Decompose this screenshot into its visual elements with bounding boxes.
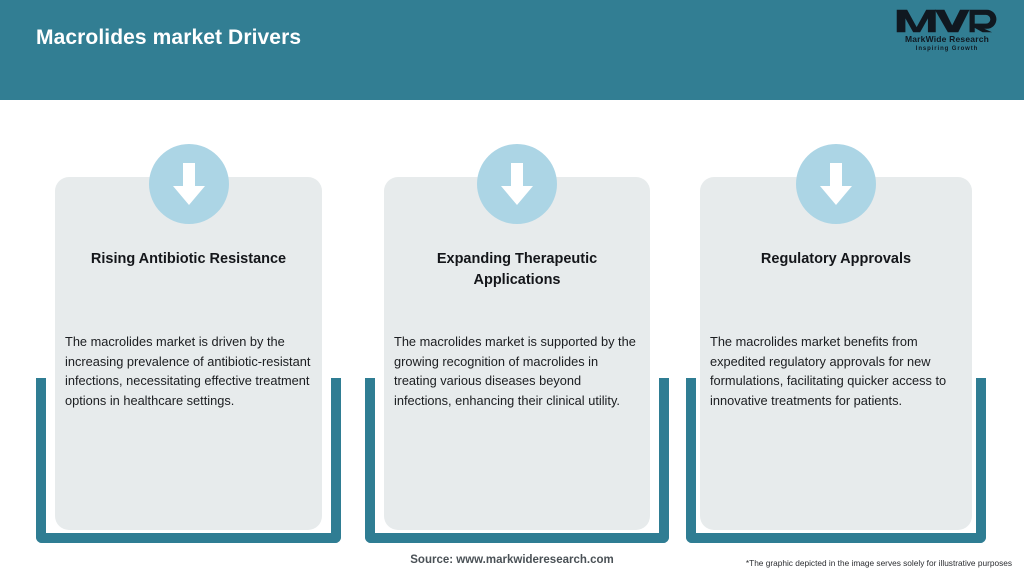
logo: MarkWide Research Inspiring Growth (888, 8, 1006, 60)
drivers-card-group: Rising Antibiotic Resistance The macroli… (0, 100, 1024, 543)
card-accent-frame (36, 378, 341, 543)
card-body-text: The macrolides market benefits from expe… (710, 334, 947, 408)
header-bar: Macrolides market Drivers MarkWide Resea… (0, 0, 1024, 100)
down-arrow-icon (148, 144, 229, 224)
source-label: Source: www.markwideresearch.com (410, 554, 614, 566)
driver-card-1: Rising Antibiotic Resistance The macroli… (36, 100, 341, 543)
disclaimer-note: *The graphic depicted in the image serve… (745, 558, 1012, 568)
page-title: Macrolides market Drivers (36, 26, 302, 49)
card-title: Rising Antibiotic Resistance (90, 251, 287, 267)
mwr-logo-icon (896, 9, 997, 33)
logo-company-name: MarkWide Research (904, 34, 990, 44)
card-surface: Rising Antibiotic Resistance The macroli… (55, 177, 322, 530)
driver-card-2: Expanding Therapeutic Applications The m… (365, 100, 669, 543)
down-arrow-icon (796, 144, 876, 224)
card-accent-frame (365, 378, 669, 543)
card-body-text: The macrolides market is supported by th… (394, 334, 636, 408)
down-arrow-glyph (820, 163, 852, 205)
card-title: Regulatory Approvals (760, 251, 912, 267)
card-surface: Expanding Therapeutic Applications The m… (384, 177, 650, 530)
card-body-text: The macrolides market is driven by the i… (65, 334, 311, 408)
down-arrow-icon (477, 144, 557, 224)
card-title: Expanding Therapeutic Applications (436, 251, 598, 288)
down-arrow-glyph (172, 163, 205, 205)
logo-tagline: Inspiring Growth (915, 46, 979, 52)
down-arrow-glyph (501, 163, 533, 205)
card-accent-frame (686, 378, 986, 543)
card-surface: Regulatory Approvals The macrolides mark… (700, 177, 972, 530)
driver-card-3: Regulatory Approvals The macrolides mark… (686, 100, 986, 543)
